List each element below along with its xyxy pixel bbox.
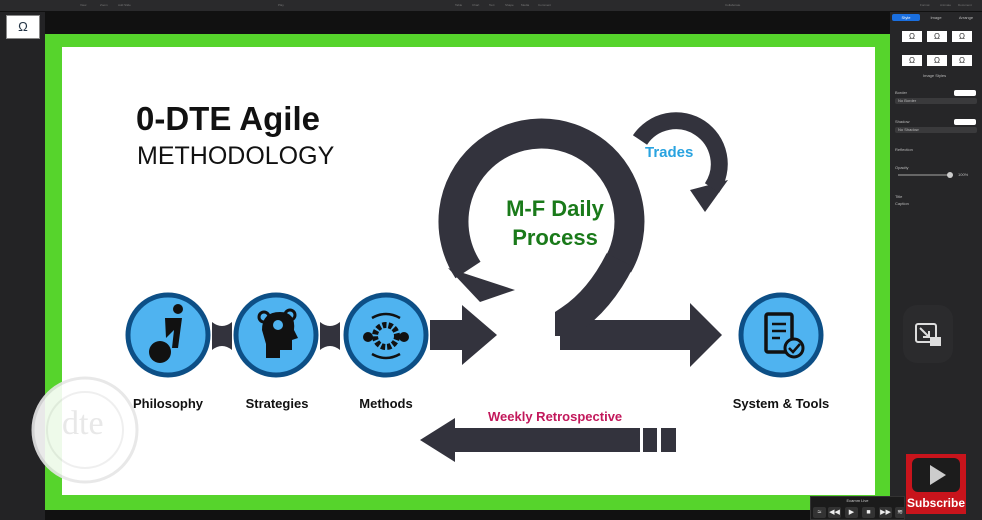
subscribe-badge[interactable]: Subscribe xyxy=(906,454,966,514)
stage-label-strategies: Strategies xyxy=(245,396,309,411)
image-style-2[interactable]: Ω xyxy=(927,31,947,42)
image-style-1[interactable]: Ω xyxy=(902,31,922,42)
image-style-5[interactable]: Ω xyxy=(927,55,947,66)
tab-image[interactable]: Image xyxy=(930,15,942,20)
toolbar-view[interactable]: View xyxy=(80,3,87,7)
philosophy-icon xyxy=(125,292,211,378)
toolbar-table[interactable]: Table xyxy=(455,3,463,7)
tab-arrange[interactable]: Arrange xyxy=(958,15,974,20)
strategies-icon xyxy=(233,292,319,378)
toolbar-chart[interactable]: Chart xyxy=(472,3,480,7)
daily-process-line1: M-F Daily xyxy=(506,196,604,221)
dte-watermark xyxy=(31,376,139,484)
toolbar-play[interactable]: Play xyxy=(278,3,284,7)
opacity-slider[interactable] xyxy=(898,172,953,178)
reflection-checkbox[interactable]: Reflection xyxy=(895,147,913,152)
stage-icons xyxy=(125,292,824,378)
tab-style[interactable]: Style xyxy=(892,14,920,21)
toolbar-zoom[interactable]: Zoom xyxy=(100,3,108,7)
slide-title: 0-DTE Agile xyxy=(136,100,320,137)
play-button[interactable]: ▶ xyxy=(845,507,858,518)
image-style-6[interactable]: Ω xyxy=(952,55,972,66)
arrow-to-tools xyxy=(560,303,722,367)
daily-loop-arc xyxy=(438,118,645,279)
stage-label-system-tools: System & Tools xyxy=(732,396,830,411)
retro-block xyxy=(643,428,657,452)
caption-checkbox[interactable]: Caption xyxy=(895,201,909,206)
player-title: Ecamm Live xyxy=(846,498,869,503)
opacity-slider-knob[interactable] xyxy=(947,172,953,178)
arrow-to-loop xyxy=(430,305,497,365)
subscribe-label: Subscribe xyxy=(906,496,966,510)
methods-icon xyxy=(343,292,429,378)
slide[interactable] xyxy=(62,47,875,495)
rabbit-icon[interactable]: ≋ xyxy=(895,507,905,518)
shadow-color-well[interactable] xyxy=(954,119,976,125)
toolbar-format[interactable]: Format xyxy=(920,3,930,7)
app-toolbar: View Zoom Add Slide Play Table Chart Tex… xyxy=(0,0,982,12)
image-style-3[interactable]: Ω xyxy=(952,31,972,42)
ecamm-live-controls: Ecamm Live ≈ ◀◀ ▶ ■ ▶▶ ≋ xyxy=(810,496,905,520)
shadow-select[interactable]: No Shadow xyxy=(895,127,977,133)
rewind-button[interactable]: ◀◀ xyxy=(828,507,841,518)
border-color-well[interactable] xyxy=(954,90,976,96)
loop-arrowhead xyxy=(448,268,515,302)
system-tools-icon xyxy=(738,292,824,378)
daily-process-line2: Process xyxy=(512,225,598,250)
shadow-label[interactable]: Shadow xyxy=(895,119,910,124)
connector-1 xyxy=(212,322,232,350)
opacity-value[interactable]: 100% xyxy=(958,172,969,177)
pip-icon xyxy=(915,323,941,346)
turtle-icon[interactable]: ≈ xyxy=(813,507,826,518)
picture-in-picture-button[interactable] xyxy=(903,305,953,363)
opacity-label: Opacity xyxy=(895,165,909,170)
toolbar-text[interactable]: Text xyxy=(489,3,495,7)
stage-label-methods: Methods xyxy=(359,396,413,411)
weekly-retrospective-label: Weekly Retrospective xyxy=(488,409,623,424)
toolbar-comment[interactable]: Comment xyxy=(538,3,552,7)
toolbar-collaborate[interactable]: Collaborate xyxy=(725,3,741,7)
toolbar-document[interactable]: Document xyxy=(958,3,972,7)
dte-watermark-text: dte xyxy=(62,405,104,442)
slide-subtitle: METHODOLOGY xyxy=(137,142,335,170)
border-select[interactable]: No Border xyxy=(895,98,977,104)
stop-button[interactable]: ■ xyxy=(862,507,875,518)
connector-2 xyxy=(320,322,340,350)
format-inspector: Style Image Arrange Ω Ω Ω Ω Ω Ω Image St… xyxy=(890,12,982,520)
border-label[interactable]: Border xyxy=(895,90,908,95)
retro-block xyxy=(661,428,676,452)
fast-forward-button[interactable]: ▶▶ xyxy=(879,507,892,518)
toolbar-animate[interactable]: Animate xyxy=(940,3,952,7)
trades-loop xyxy=(632,112,728,193)
toolbar-media[interactable]: Media xyxy=(521,3,530,7)
toolbar-add-slide[interactable]: Add Slide xyxy=(118,3,131,7)
image-styles-label: Image Styles xyxy=(923,73,947,78)
stage-label-philosophy: Philosophy xyxy=(132,396,204,411)
retro-arrow xyxy=(420,418,640,462)
slide-thumbnail[interactable]: Ω xyxy=(6,15,40,39)
title-checkbox[interactable]: Title xyxy=(895,194,903,199)
image-style-4[interactable]: Ω xyxy=(902,55,922,66)
toolbar-shape[interactable]: Shape xyxy=(505,3,514,7)
youtube-play-icon xyxy=(912,458,960,492)
trades-label: Trades xyxy=(645,144,694,161)
loop-to-two xyxy=(555,253,634,336)
